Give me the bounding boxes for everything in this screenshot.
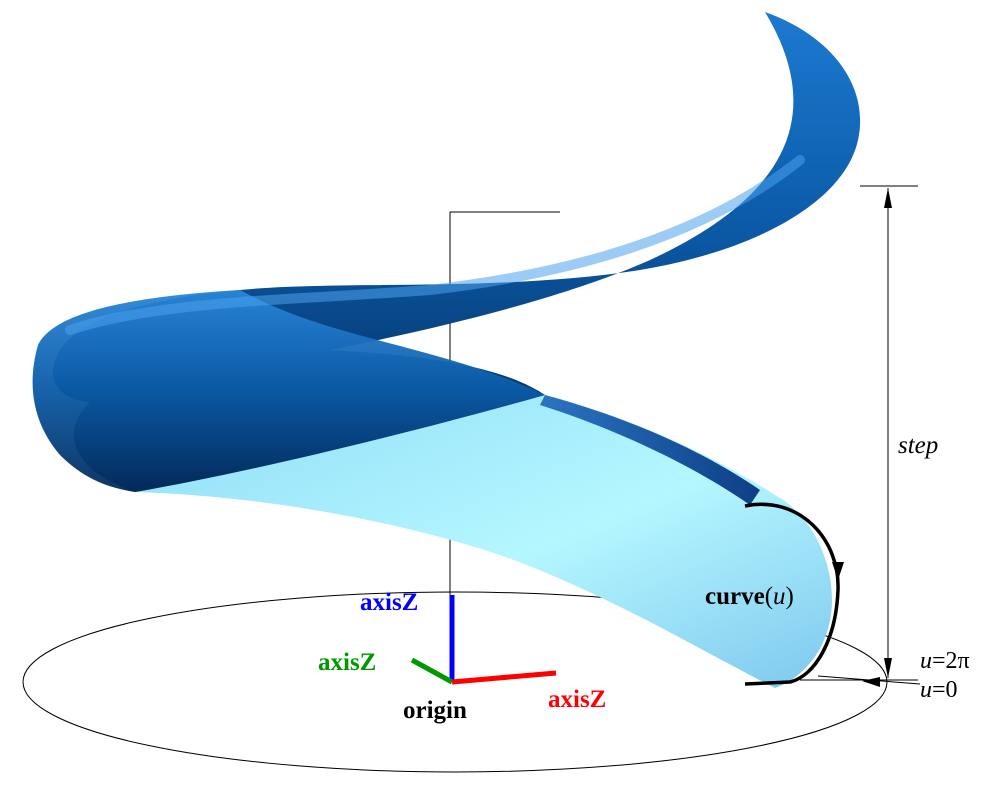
helix-highlight [65, 155, 805, 335]
u-2pi-label: u=2π [920, 648, 970, 674]
step-arrow-top [884, 188, 892, 208]
curve-label-close: ) [786, 583, 794, 610]
curve-label-name: curve [705, 583, 765, 610]
axis-right-bar [451, 670, 557, 685]
axis-right-label: axisZ [548, 686, 606, 713]
curve-label-param: u [773, 583, 786, 610]
curve-u-arc [744, 502, 840, 686]
helix-inner-lip [540, 395, 760, 505]
u-pointer-arrow [862, 677, 880, 687]
curve-label: curve(u) [705, 583, 794, 610]
axis-left-label: axisZ [318, 649, 376, 676]
axis-vertical-label: axisZ [360, 589, 418, 616]
curve-label-open: ( [765, 583, 773, 610]
step-arrow-bottom [884, 658, 892, 678]
u-2pi-value: =2π [932, 648, 970, 674]
origin-label: origin [403, 697, 467, 724]
u-0-label: u=0 [920, 677, 958, 703]
step-label: step [898, 432, 938, 459]
curve-u-arrow [832, 562, 844, 580]
helix-inner-surface [135, 395, 832, 688]
helix-outer-surface-left [32, 290, 546, 492]
u-0-value: =0 [932, 677, 958, 703]
base-circle [22, 591, 888, 773]
u-0-var: u [920, 677, 932, 703]
u-2pi-var: u [920, 648, 932, 674]
axis-left-bar [410, 657, 454, 685]
